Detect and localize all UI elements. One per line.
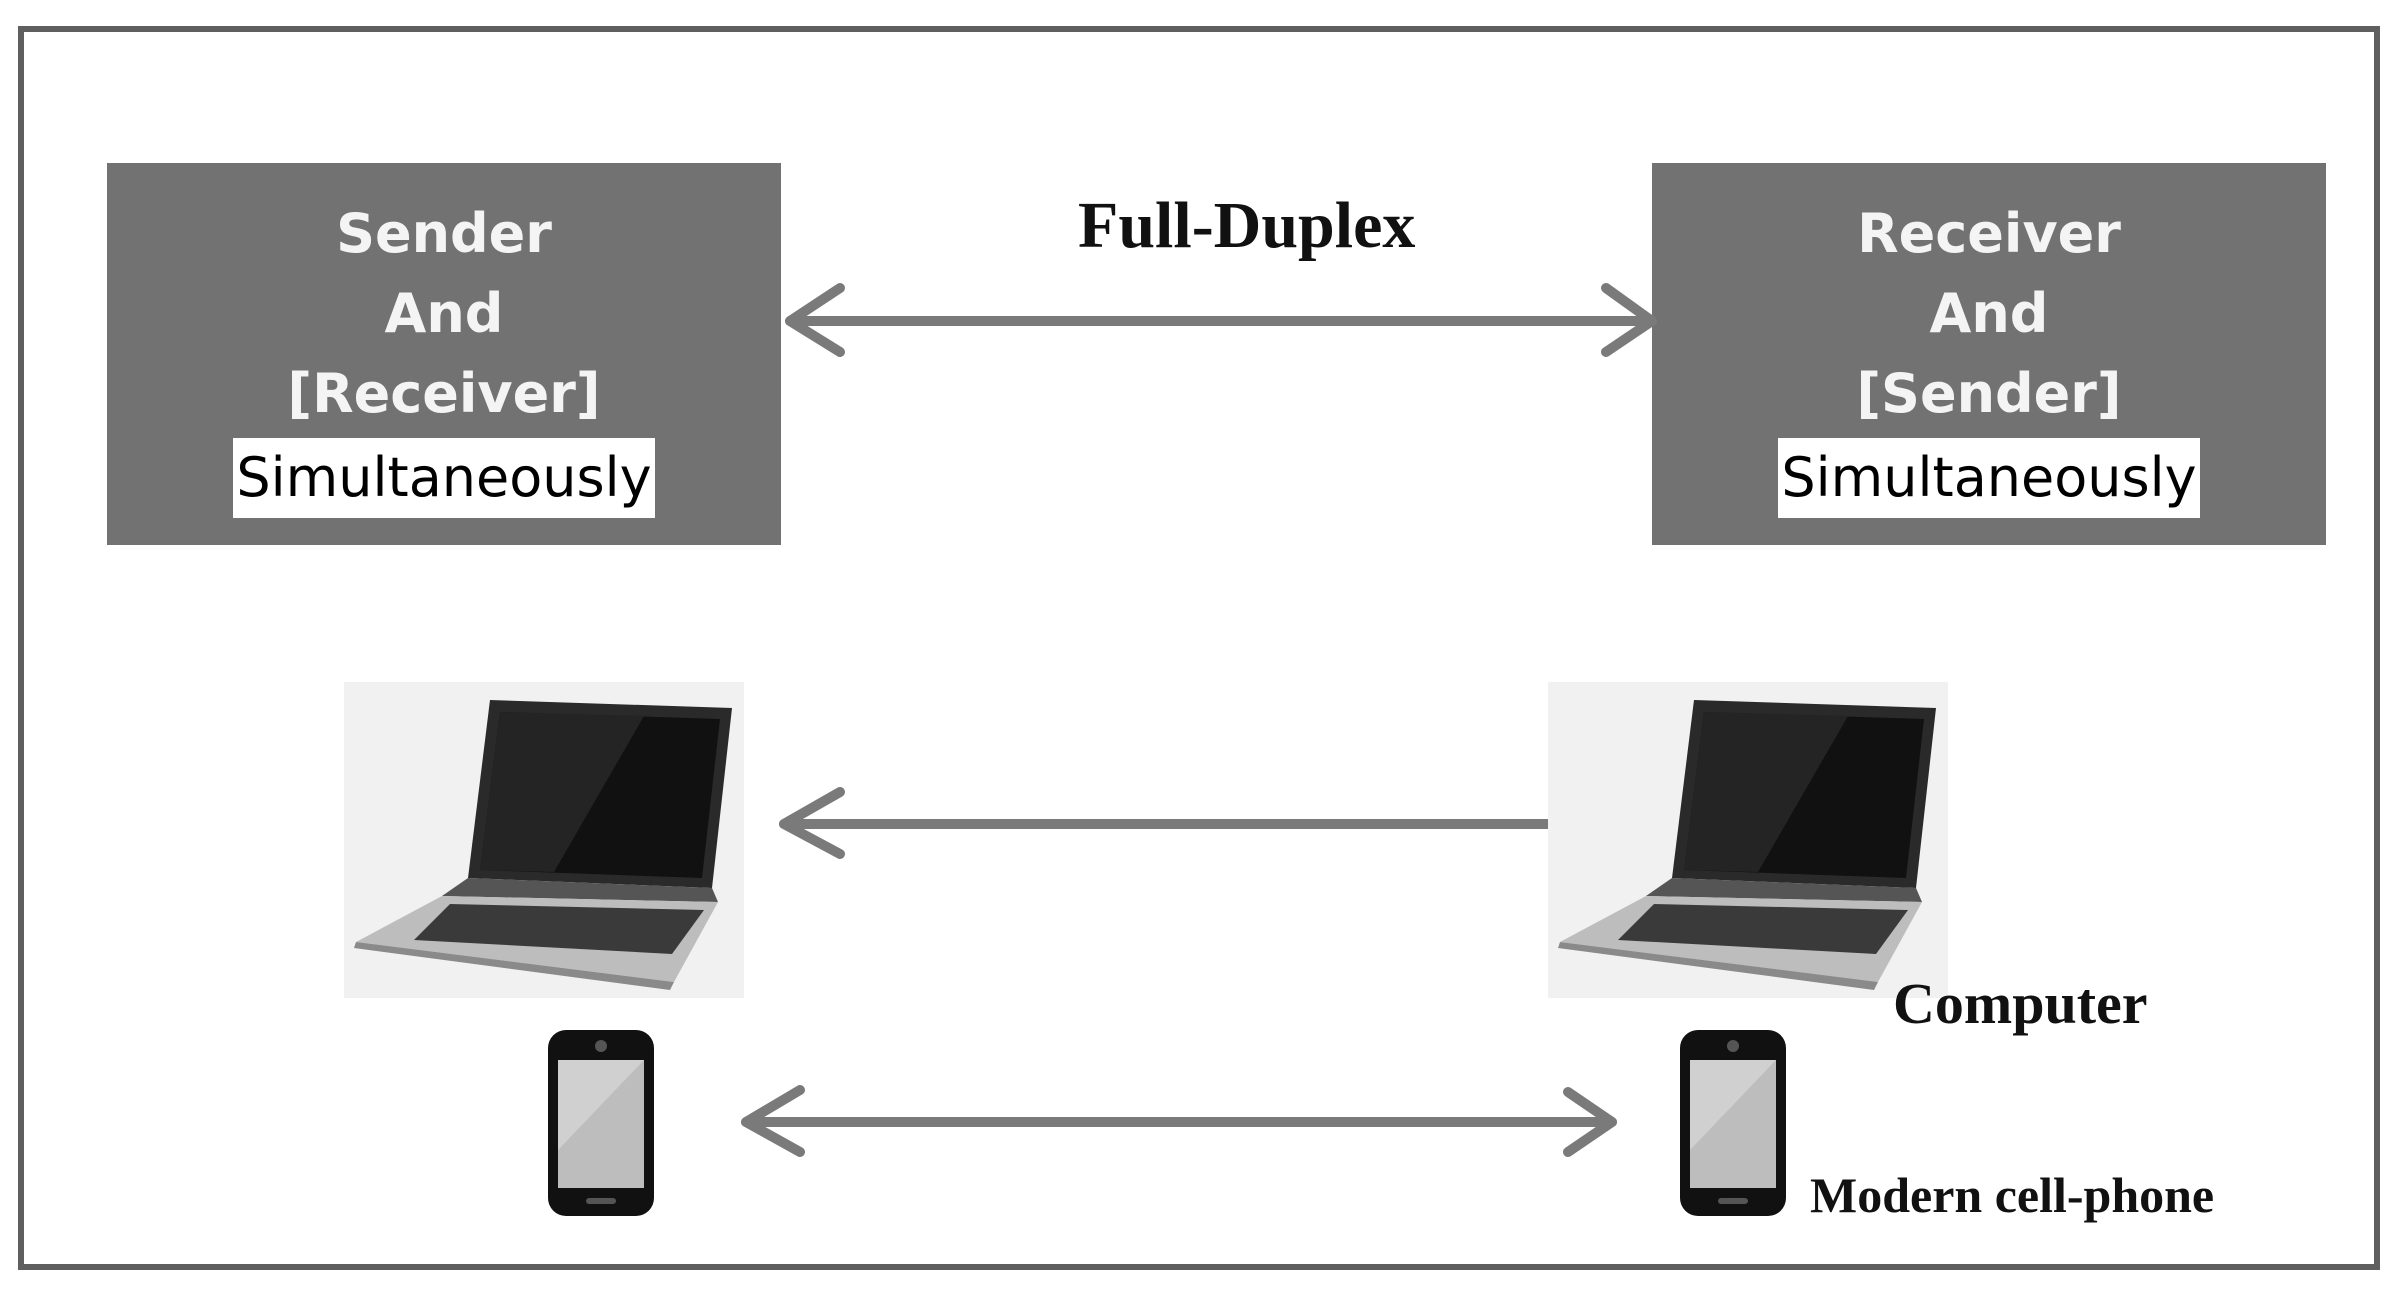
- simultaneously-highlight: Simultaneously: [233, 438, 655, 518]
- full-duplex-title: Full-Duplex: [1078, 189, 1416, 262]
- laptop-icon: [344, 682, 744, 998]
- box-line: Receiver: [1857, 202, 2121, 265]
- box-line: [Sender]: [1856, 362, 2122, 425]
- simultaneously-highlight: Simultaneously: [1778, 438, 2200, 518]
- double-headed-arrow-icon: [741, 1085, 1617, 1157]
- mobile-phone-icon: [548, 1030, 654, 1216]
- modern-cell-phone-label: Modern cell-phone: [1810, 1167, 2215, 1223]
- diagram-frame: [18, 26, 2380, 1270]
- laptop-icon: [1548, 682, 1948, 998]
- double-headed-arrow-icon: [779, 787, 1661, 859]
- box-line: And: [1929, 282, 2049, 345]
- computer-label: Computer: [1893, 971, 2148, 1036]
- box-line: Sender: [336, 202, 552, 265]
- mobile-phone-icon: [1680, 1030, 1786, 1216]
- receiver-sender-box: Receiver And [Sender] Simultaneously: [1652, 163, 2326, 545]
- box-line: [Receiver]: [287, 362, 601, 425]
- double-headed-arrow-icon: [785, 283, 1657, 357]
- box-line: And: [384, 282, 504, 345]
- sender-receiver-box: Sender And [Receiver] Simultaneously: [107, 163, 781, 545]
